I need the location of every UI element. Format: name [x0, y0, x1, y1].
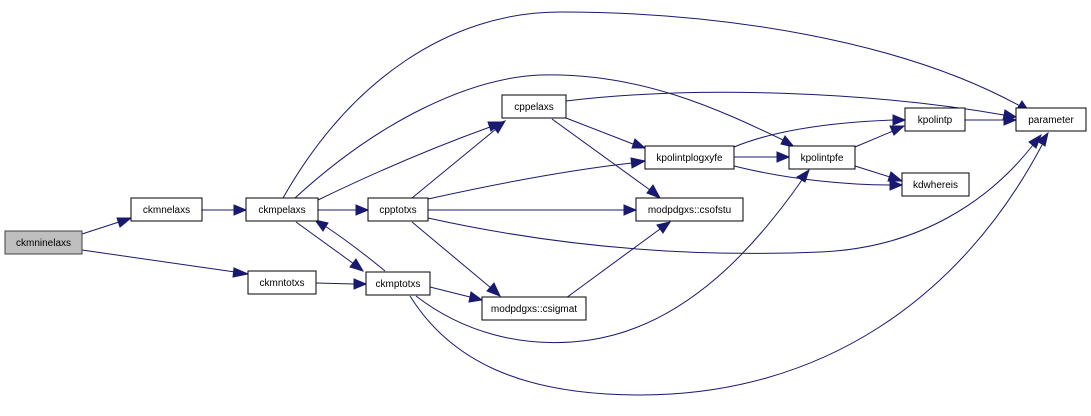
node-label: parameter	[1028, 115, 1074, 126]
edge-cpptotxs-csigmat	[411, 221, 501, 297]
edge-kpolintplogxyfe-kpolintpfe	[734, 151, 791, 163]
node-kpolintp[interactable]: kpolintp	[904, 107, 966, 132]
node-label: ckmninelaxs	[16, 238, 71, 249]
edge-ckmntotxs-ckmptotxs	[315, 278, 368, 290]
node-kpolintpfe[interactable]: kpolintpfe	[788, 145, 856, 170]
node-label: cpptotxs	[379, 205, 416, 216]
edge-ckmpelaxs-parameter	[282, 11, 1032, 199]
edge-cpptotxs-kpolintplogxyfe	[427, 157, 647, 200]
edge-csigmat-csofstu	[565, 221, 672, 299]
edge-kpolintp-parameter	[965, 114, 1018, 126]
edge-ckmptotxs-ckmpelaxs	[313, 219, 386, 272]
edge-ckmninelaxs-ckmnelaxs	[81, 217, 133, 235]
edge-ckmptotxs-kpolintpfe	[415, 168, 810, 343]
node-ckmntotxs[interactable]: ckmntotxs	[247, 270, 317, 295]
edge-ckmpelaxs-cpptotxs	[318, 204, 370, 216]
node-label: ckmnelaxs	[143, 205, 190, 216]
edge-ckmptotxs-csigmat	[429, 286, 484, 303]
edges	[81, 11, 1049, 396]
node-label: kdwhereis	[913, 180, 958, 191]
edge-ckmninelaxs-ckmntotxs	[81, 249, 250, 278]
node-label: kpolintp	[918, 115, 953, 126]
node-modpdgxs-csofstu[interactable]: modpdgxs::csofstu	[635, 197, 744, 222]
edge-ckmnelaxs-ckmpelaxs	[202, 204, 248, 216]
edge-ckmpelaxs-cppelaxs	[317, 121, 504, 201]
edge-kpolintplogxyfe-kpolintp	[733, 114, 907, 148]
node-ckmnelaxs[interactable]: ckmnelaxs	[130, 197, 203, 222]
nodes: ckmninelaxs ckmnelaxs ckmntotxs ckmpelax…	[4, 94, 1087, 321]
node-cppelaxs[interactable]: cppelaxs	[501, 94, 567, 119]
node-label: kpolintpfe	[801, 153, 844, 164]
edge-cppelaxs-kpolintplogxyfe	[565, 117, 647, 149]
edge-kpolintplogxyfe-kdwhereis	[733, 165, 904, 191]
node-modpdgxs-csigmat[interactable]: modpdgxs::csigmat	[481, 296, 587, 321]
node-ckmptotxs[interactable]: ckmptotxs	[365, 271, 431, 296]
edge-kpolintpfe-kdwhereis	[854, 165, 904, 182]
node-label: ckmptotxs	[375, 279, 420, 290]
node-kpolintplogxyfe[interactable]: kpolintplogxyfe	[644, 145, 735, 170]
node-ckmninelaxs[interactable]: ckmninelaxs	[4, 230, 83, 255]
node-label: ckmntotxs	[259, 278, 304, 289]
node-label: ckmpelaxs	[258, 205, 305, 216]
edge-ckmptotxs-parameter-bottom	[409, 131, 1049, 396]
node-label: modpdgxs::csofstu	[648, 205, 731, 216]
node-ckmpelaxs[interactable]: ckmpelaxs	[245, 197, 319, 222]
edge-ckmpelaxs-kpolintpfe	[294, 74, 796, 199]
node-label: cppelaxs	[514, 102, 553, 113]
node-cpptotxs[interactable]: cpptotxs	[367, 197, 429, 222]
edge-cpptotxs-csofstu	[428, 204, 638, 216]
edge-cpptotxs-cppelaxs	[411, 120, 507, 199]
node-label: modpdgxs::csigmat	[491, 304, 577, 315]
edge-cppelaxs-csofstu	[551, 118, 662, 199]
node-kdwhereis[interactable]: kdwhereis	[901, 172, 970, 197]
node-label: kpolintplogxyfe	[656, 153, 723, 164]
edge-kpolintpfe-kpolintp	[854, 125, 906, 148]
edge-ckmpelaxs-ckmptotxs	[295, 221, 365, 272]
node-parameter[interactable]: parameter	[1015, 107, 1087, 132]
